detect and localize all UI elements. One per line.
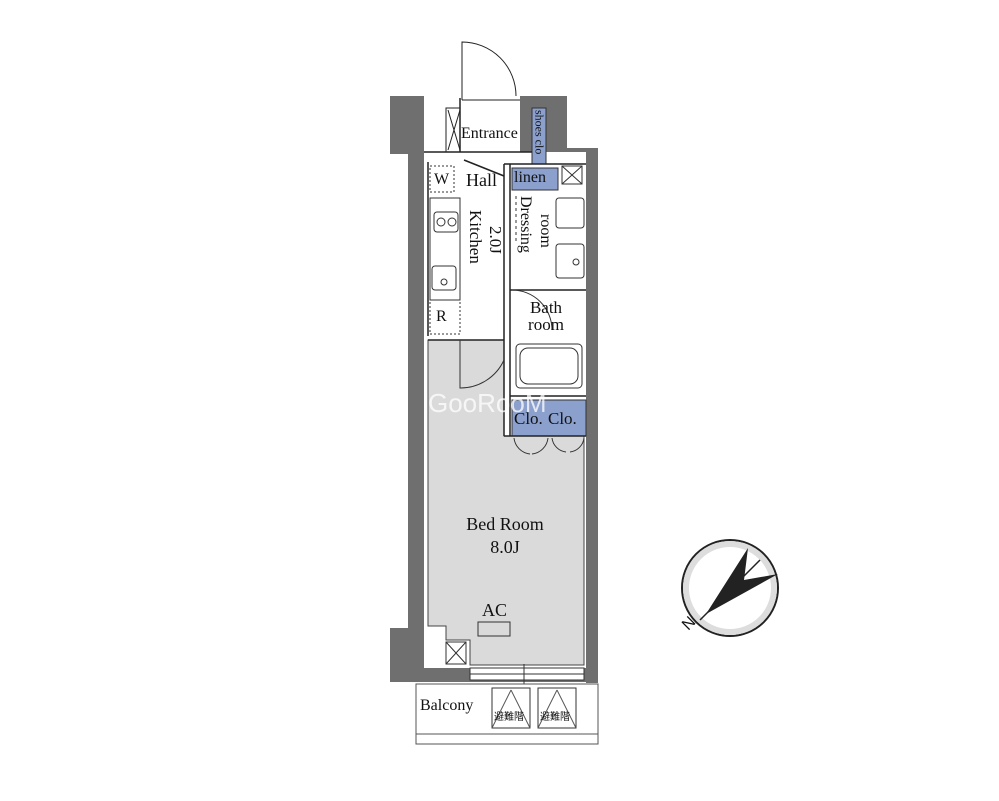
entrance-label: Entrance <box>461 125 518 142</box>
escape-hatch-label-right: 避難階 <box>540 712 570 723</box>
balcony-window <box>469 664 585 686</box>
washer-label: W <box>434 171 450 188</box>
bath-room-label: room <box>528 315 564 334</box>
shoes-closet-label: shoes clo <box>533 110 546 155</box>
closet-label-1: Clo. <box>514 409 543 428</box>
refrigerator-label: R <box>436 308 447 325</box>
ac-label: AC <box>482 600 508 620</box>
dressing-room-label: room <box>536 214 554 248</box>
bed-room-size-label: 8.0J <box>490 537 520 557</box>
bath-tub <box>515 343 583 389</box>
linen-label: linen <box>514 169 546 186</box>
bed-room-label: Bed Room <box>466 514 544 534</box>
dressing-label: Dressing <box>516 196 534 253</box>
ac-unit <box>477 621 511 637</box>
balcony-label: Balcony <box>420 697 474 714</box>
kitchen-label: Kitchen <box>465 210 485 264</box>
escape-hatch-label-left: 避難階 <box>494 712 524 723</box>
kitchen-fixtures <box>429 165 505 389</box>
closet-label-2: Clo. <box>548 409 577 428</box>
north-arrow-icon <box>681 539 779 637</box>
bath-label: Bath <box>529 298 563 317</box>
linen-closet <box>511 167 559 191</box>
entrance-door <box>445 41 520 153</box>
hall-label: Hall <box>466 170 497 190</box>
kitchen-size-label: 2.0J <box>485 226 505 254</box>
kitchen-name: Kitchen <box>465 210 485 264</box>
balcony <box>415 683 599 745</box>
pipe-shaft <box>445 641 467 665</box>
closet-doors <box>513 437 585 455</box>
dressing-fixtures <box>511 165 585 331</box>
watermark: GooRooM <box>428 388 547 418</box>
bed-closet <box>511 399 587 437</box>
partitions <box>424 98 586 437</box>
